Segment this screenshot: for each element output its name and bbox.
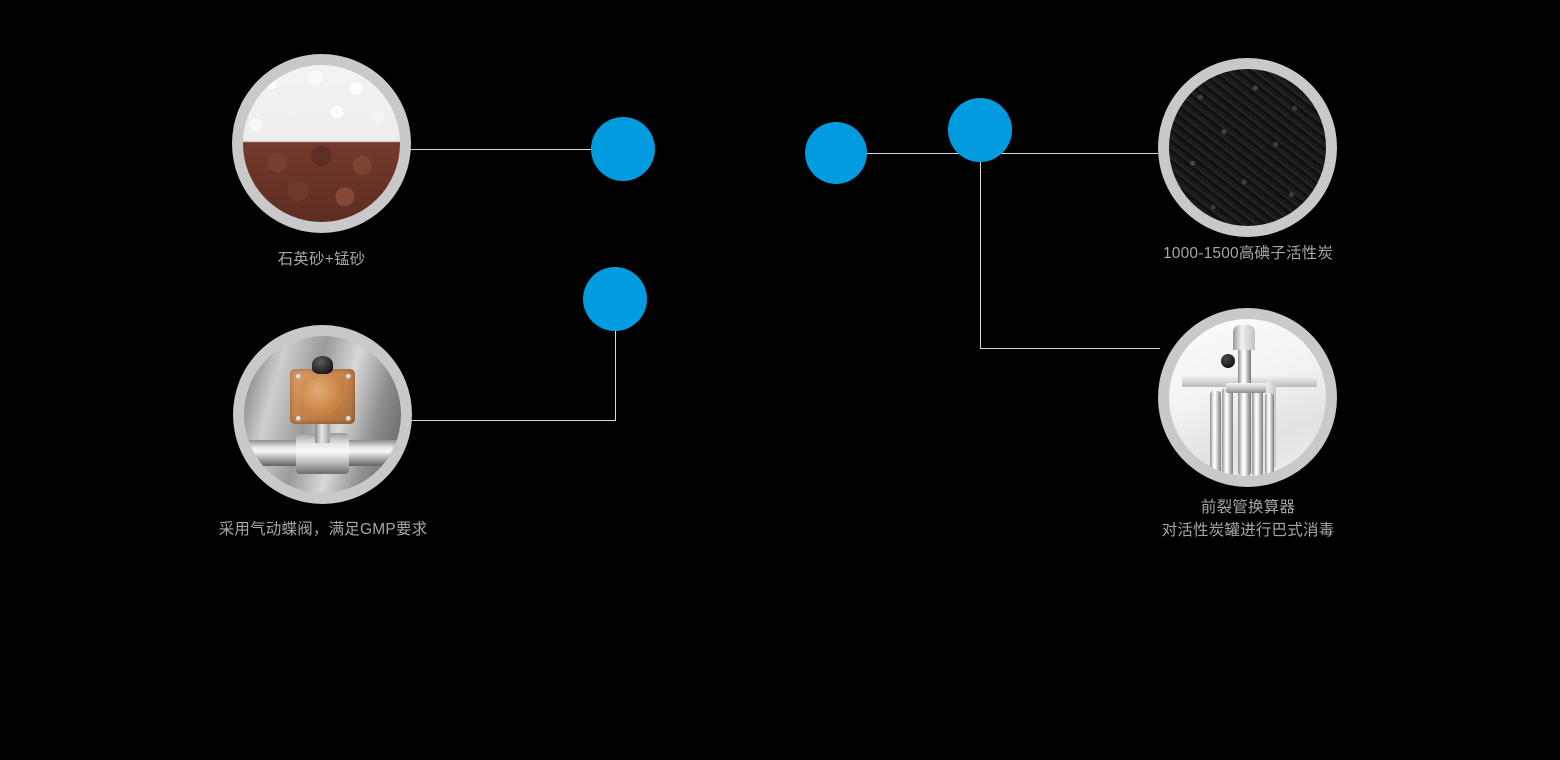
connector-line-valve-horizontal [411, 420, 616, 421]
heat-exchanger-tube [1209, 391, 1221, 476]
valve-bolt [295, 416, 301, 422]
heat-exchanger-tube [1252, 388, 1264, 476]
caption-activated-carbon: 1000-1500高碘子活性炭 [1162, 245, 1334, 262]
heat-exchanger-tube [1264, 392, 1275, 476]
node-activated-carbon[interactable] [1158, 58, 1337, 237]
heat-exchanger-tube [1222, 388, 1234, 476]
node-tube-heat-exchanger[interactable] [1158, 308, 1337, 487]
caption-tube-heat-exchanger-line2: 对活性炭罐进行巴式消毒 [1161, 522, 1335, 539]
heat-exchanger-top-head [1233, 325, 1256, 351]
heat-exchanger-knob [1220, 353, 1235, 368]
connector-line-branch-vertical [980, 130, 981, 349]
valve-bolt [346, 373, 352, 379]
caption-pneumatic-butterfly-valve: 采用气动蝶阀，满足GMP要求 [218, 521, 428, 538]
valve-bolt [295, 373, 301, 379]
valve-actuator-disc [302, 376, 343, 417]
caption-quartz-manganese-sand: 石英砂+锰砂 [277, 251, 366, 268]
heat-exchanger-center-column [1238, 328, 1251, 476]
heat-exchanger-clamp [1225, 383, 1267, 393]
tube-heat-exchanger-photo [1169, 319, 1326, 476]
connector-line-heatexchanger-horizontal [980, 348, 1160, 349]
quartz-sand-and-manganese-sand-photo [243, 65, 400, 222]
valve-bolt [346, 416, 352, 422]
node-quartz-manganese-sand[interactable] [232, 54, 411, 233]
connector-line-valve-vertical [615, 299, 616, 421]
activated-carbon-granules-photo [1169, 69, 1326, 226]
connector-line-quartz-horizontal [410, 149, 624, 150]
marker-quartz-sand[interactable] [591, 117, 655, 181]
valve-top-cap [311, 356, 334, 374]
marker-valve[interactable] [583, 267, 647, 331]
caption-tube-heat-exchanger-line1: 前裂管换算器 [1200, 499, 1296, 516]
marker-carbon-branch[interactable] [948, 98, 1012, 162]
marker-left-standalone[interactable] [805, 122, 867, 184]
node-pneumatic-butterfly-valve[interactable] [233, 325, 412, 504]
pneumatic-butterfly-valve-photo [244, 336, 401, 493]
